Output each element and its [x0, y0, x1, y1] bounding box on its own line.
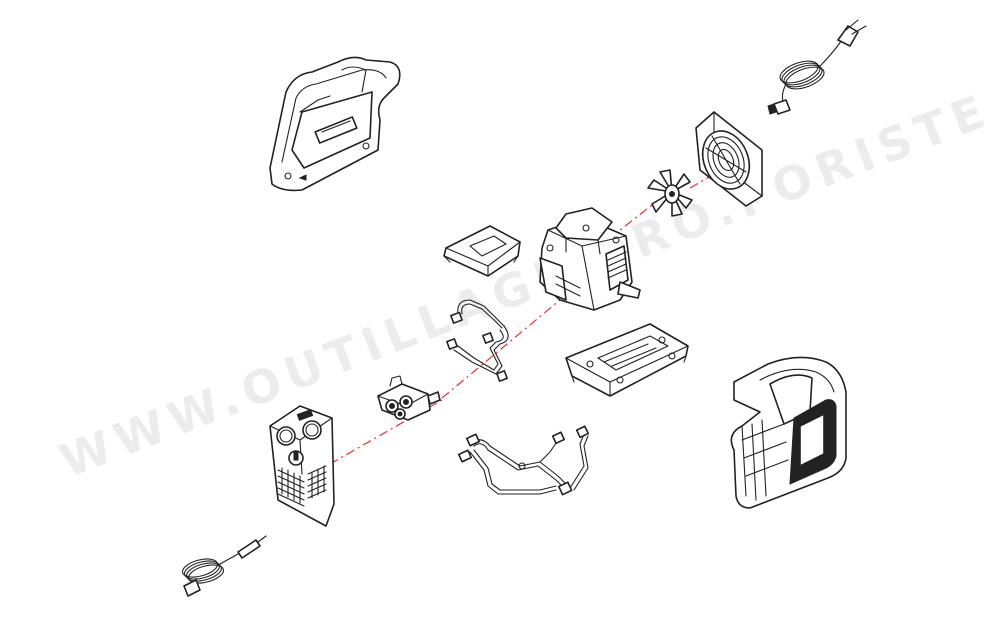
- vent-grille: [277, 465, 327, 507]
- handle-cover-icon: [269, 56, 401, 192]
- front-panel-icon: [269, 405, 335, 527]
- pump-icon: [377, 375, 441, 421]
- base-plate-icon: [565, 323, 689, 397]
- sensor-cable-icon: [181, 535, 267, 597]
- top-plate-icon: [443, 225, 521, 277]
- motor-icon: [539, 207, 641, 311]
- fan-shroud-icon: [695, 111, 763, 207]
- hose-icon: [457, 425, 590, 496]
- pipe-icon: [446, 299, 509, 382]
- power-cord-icon: [767, 19, 867, 115]
- fan-icon: [647, 169, 693, 217]
- watermark-text: WWW.OUTILLAGE-PRO.FORISTE.COM: [53, 24, 990, 489]
- side-cover-icon: [730, 356, 847, 509]
